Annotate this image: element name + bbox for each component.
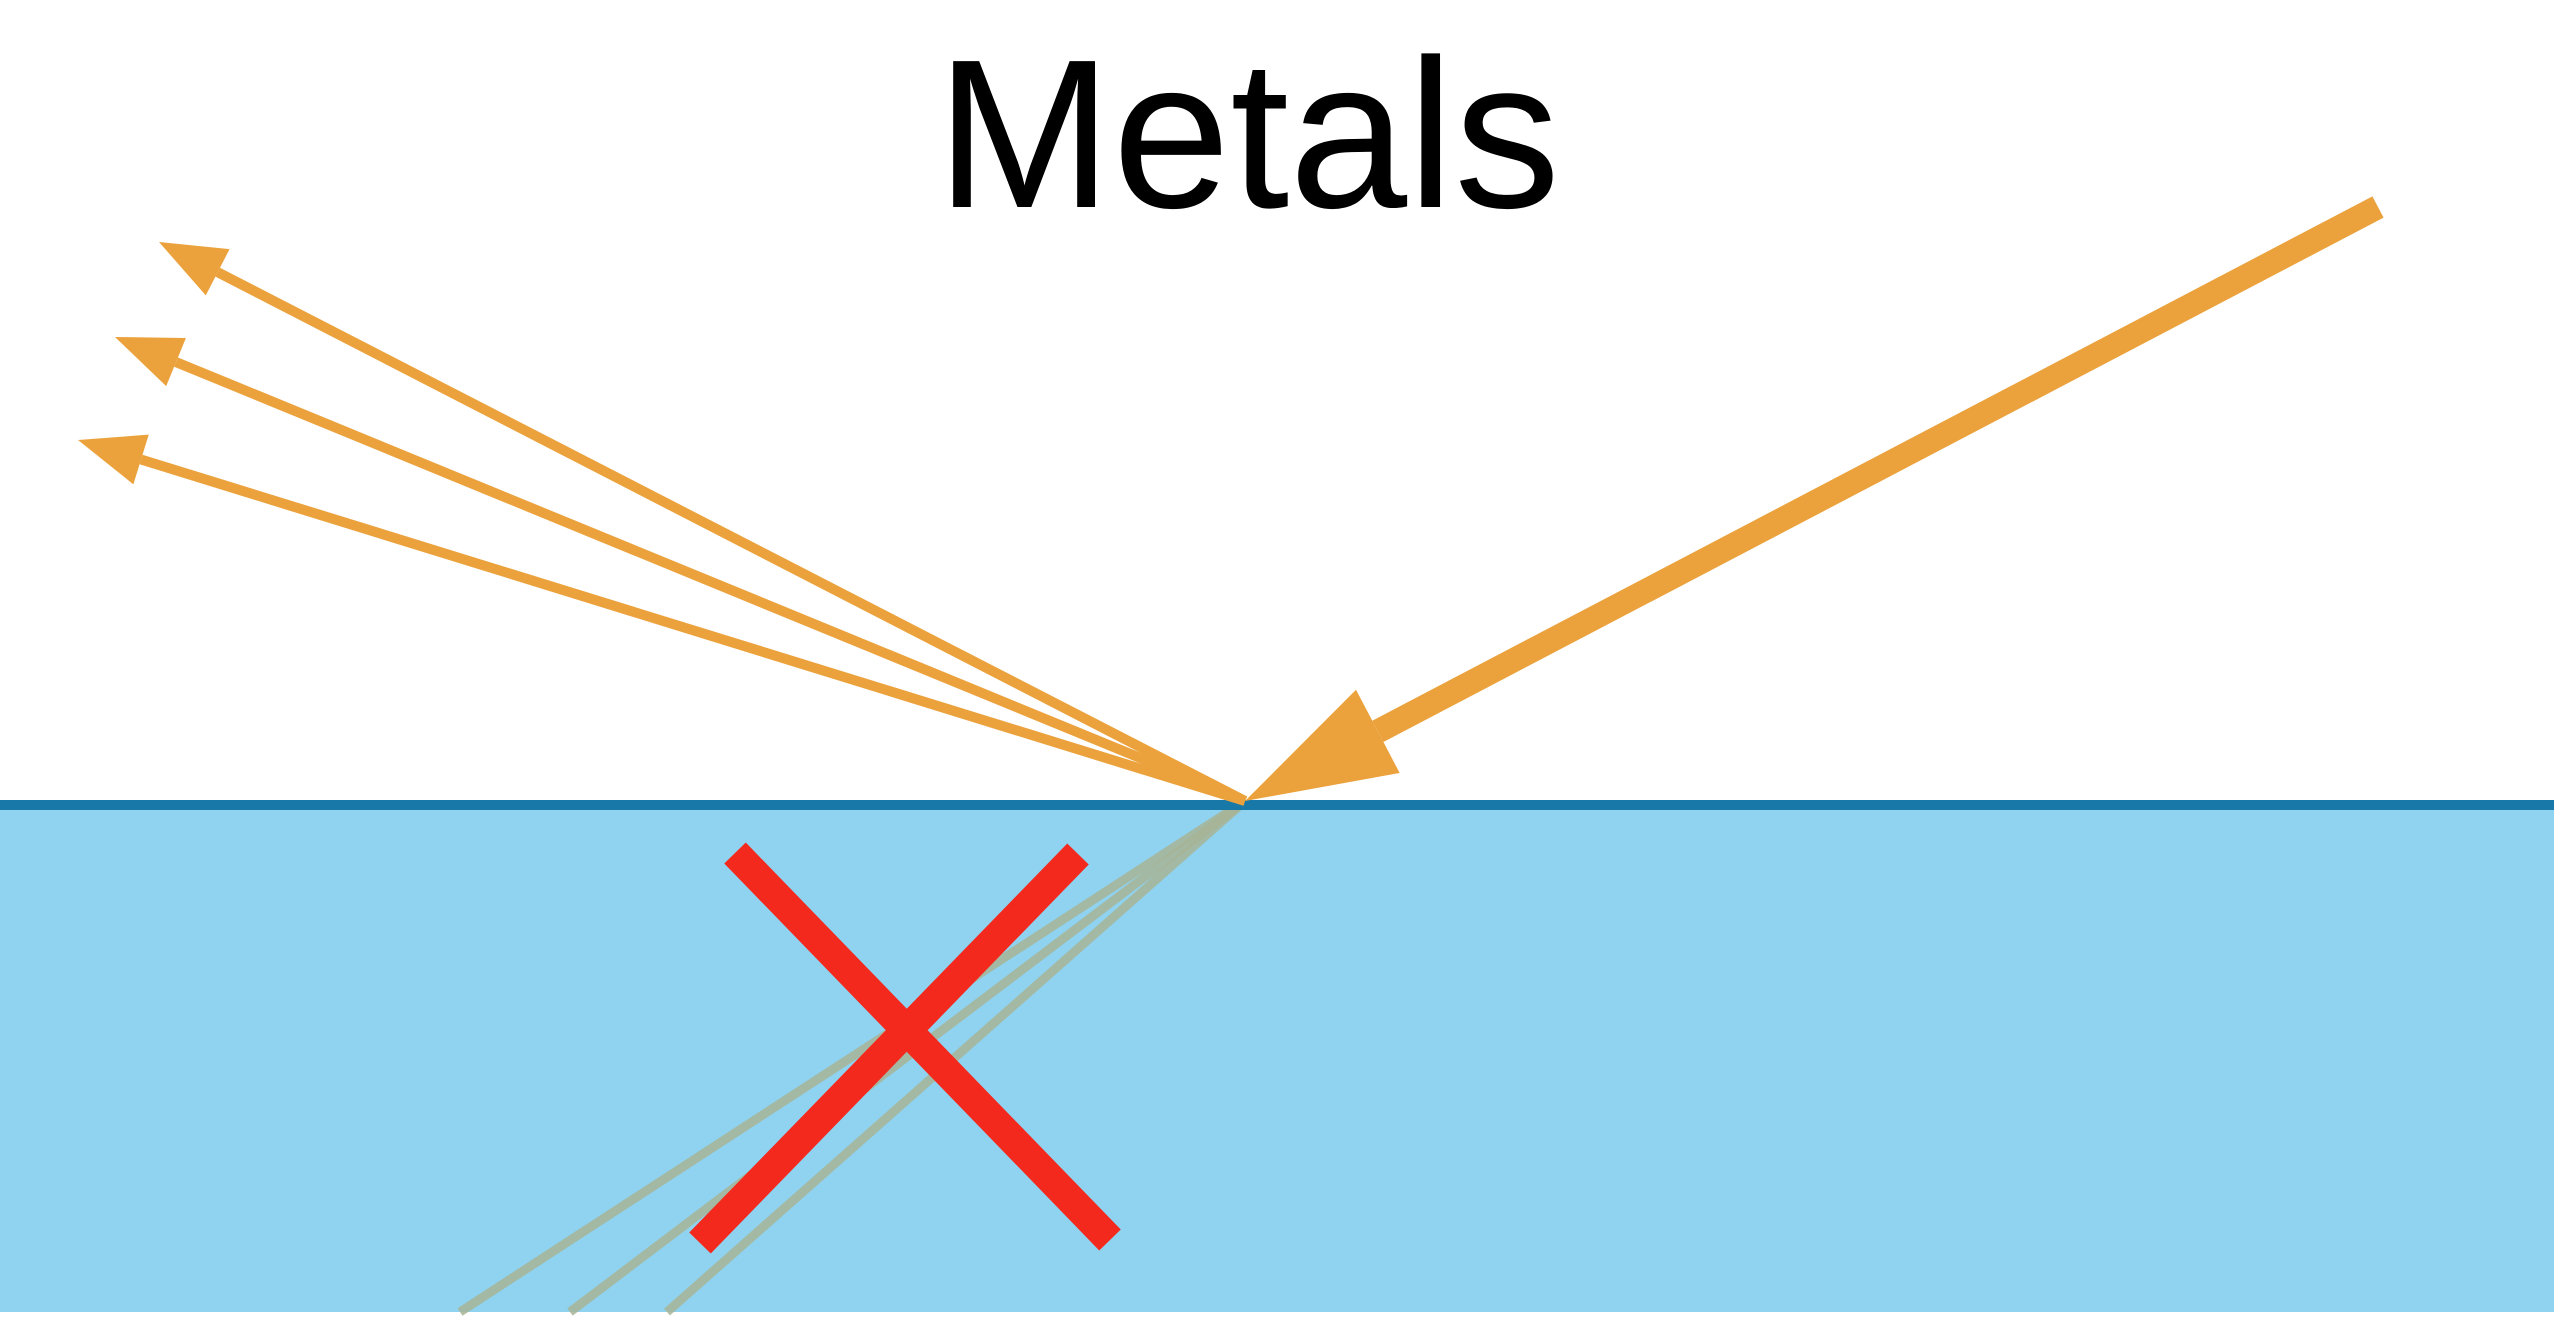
- reflected-ray-arrowhead: [115, 337, 186, 387]
- reflected-ray: [139, 454, 1247, 806]
- refracted-ray: [457, 797, 1248, 1316]
- prohibition-cross-stroke: [724, 842, 1121, 1251]
- incident-ray: [1372, 196, 2384, 742]
- refracted-ray: [567, 797, 1248, 1316]
- reflected-ray-arrowhead: [159, 242, 230, 296]
- prohibition-cross-stroke: [689, 843, 1089, 1254]
- metal-substrate: [0, 805, 2554, 1312]
- reflected-ray-arrowhead: [78, 434, 149, 485]
- incident-ray-arrowhead: [1245, 689, 1400, 801]
- reflected-ray: [215, 267, 1248, 806]
- refracted-ray: [664, 797, 1248, 1316]
- diagram-title: Metals: [936, 15, 1560, 252]
- reflected-ray: [174, 357, 1247, 806]
